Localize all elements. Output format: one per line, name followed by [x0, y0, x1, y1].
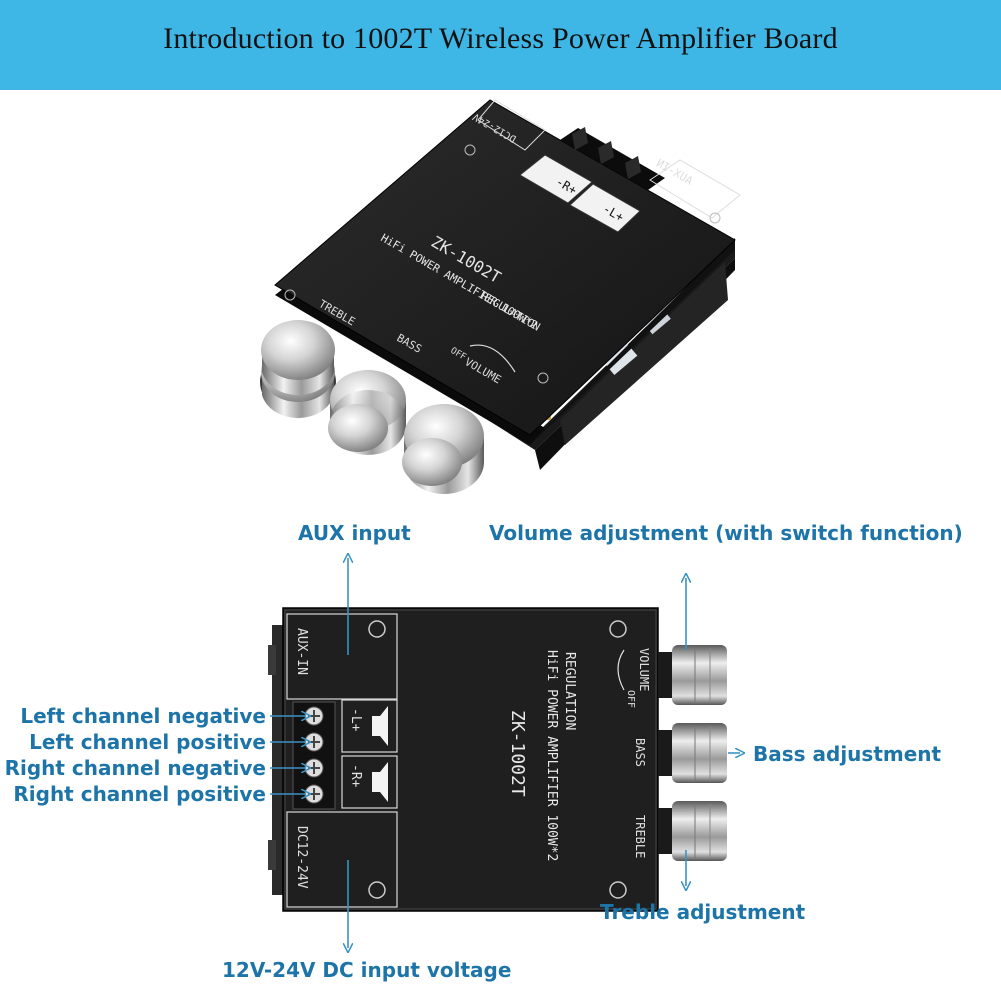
left-speaker-icon — [372, 706, 388, 746]
dc-input-label: 12V-24V DC input voltage — [222, 958, 512, 982]
bottom-board: AUX-IN -L+ -R+ DC12-24V — [268, 607, 727, 912]
bottom-power-label: DC12-24V — [294, 826, 309, 889]
right-negative-label: Right channel negative — [4, 756, 266, 780]
right-positive-label: Right channel positive — [13, 782, 266, 806]
top-bass-knob — [328, 370, 406, 455]
top-board: -R+ -L+ AUX-IN DC12-24V ZK-1002T HiFi PO… — [260, 99, 741, 494]
volume-adjustment-label: Volume adjustment (with switch function) — [489, 521, 963, 545]
aux-input-label: AUX input — [298, 521, 411, 545]
bottom-treble-knob — [658, 801, 727, 861]
bottom-left-speaker-label: -L+ — [348, 708, 363, 732]
bottom-aux-label: AUX-IN — [294, 628, 309, 675]
bottom-bass-knob — [658, 723, 727, 783]
bottom-subtitle-2: REGULATION — [562, 652, 577, 730]
callout-arrows — [270, 558, 740, 948]
bottom-model: ZK-1002T — [507, 710, 528, 797]
treble-adjustment-label: Treble adjustment — [600, 900, 806, 924]
bottom-knob-treble-label: TREBLE — [633, 815, 647, 858]
bottom-knob-bass-label: BASS — [633, 738, 647, 767]
right-speaker-icon — [372, 762, 388, 802]
left-positive-label: Left channel positive — [29, 730, 266, 754]
page-title: Introduction to 1002T Wireless Power Amp… — [163, 22, 838, 55]
top-volume-knob — [402, 404, 484, 494]
bass-adjustment-label: Bass adjustment — [753, 742, 942, 766]
left-negative-label: Left channel negative — [20, 704, 266, 728]
bottom-board-surface — [282, 607, 659, 912]
bottom-off-label: OFF — [625, 690, 636, 708]
top-board-surface — [274, 99, 736, 436]
title-banner: Introduction to 1002T Wireless Power Amp… — [0, 0, 1001, 90]
top-treble-knob — [260, 320, 336, 419]
top-aux-label: AUX-IN — [654, 156, 695, 187]
bottom-volume-knob — [658, 645, 727, 705]
bottom-knob-volume-label: VOLUME — [637, 648, 651, 691]
bottom-subtitle-1: HiFi POWER AMPLIFIER 100W*2 — [544, 650, 559, 861]
bottom-right-speaker-label: -R+ — [348, 764, 363, 788]
